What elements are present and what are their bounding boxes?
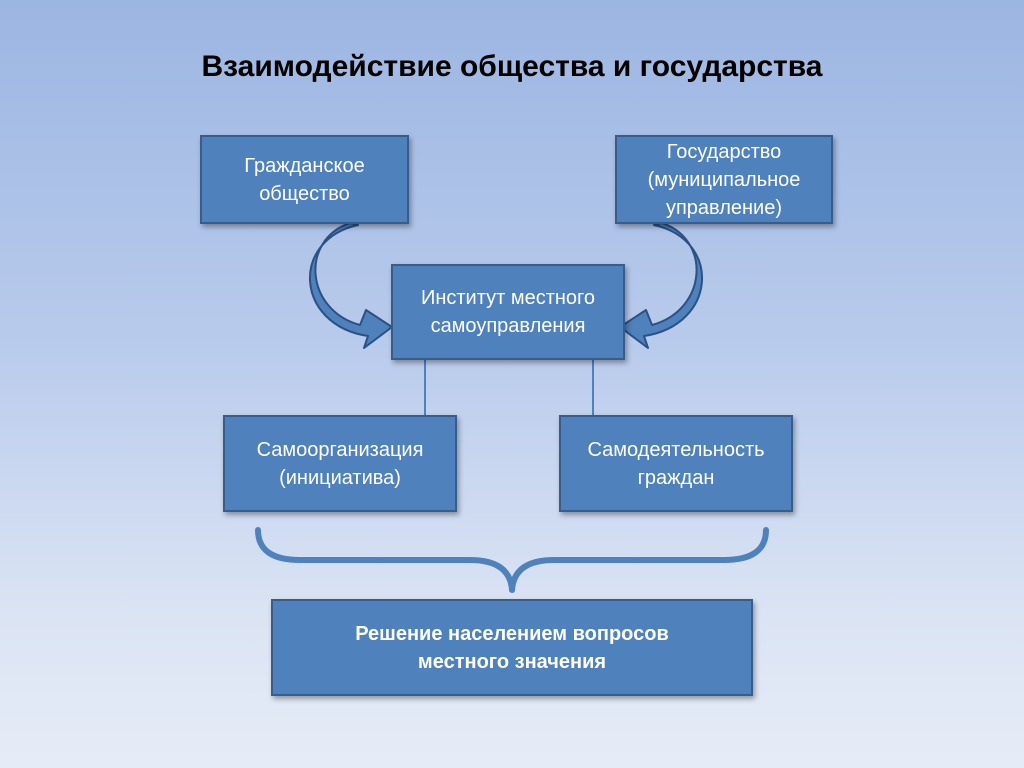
diagram-title: Взаимодействие общества и государства (201, 50, 823, 83)
node-state-line-1: Государство (666, 140, 782, 163)
node-state-line-2: (муниципальное (647, 168, 801, 191)
node-local-self-government-institute: Институт местного самоуправления (391, 264, 625, 360)
node-self-activity-line-2: граждан (637, 466, 715, 489)
curved-arrow-left (309, 222, 393, 349)
node-self-organization-line-2: (инициатива) (279, 466, 401, 489)
node-self-organization: Самоорганизация (инициатива) (223, 415, 457, 512)
node-result-line-2: местного значения (417, 650, 607, 673)
node-self-organization-line-1: Самоорганизация (256, 438, 424, 461)
node-institute-line-1: Институт местного (420, 287, 596, 309)
curved-arrow-right (619, 222, 703, 349)
node-citizen-self-activity: Самодеятельность граждан (559, 415, 793, 512)
node-state-line-3: управление) (665, 196, 783, 219)
curly-brace (255, 527, 769, 593)
node-result: Решение населением вопросов местного зна… (271, 599, 753, 696)
node-result-line-1: Решение населением вопросов (355, 622, 669, 645)
node-state: Государство (муниципальное управление) (615, 135, 833, 224)
node-civil-society-line-2: общество (259, 182, 350, 205)
node-civil-society-line-1: Гражданское (244, 154, 365, 177)
node-civil-society: Гражданское общество (200, 135, 409, 224)
node-self-activity-line-1: Самодеятельность (587, 438, 765, 461)
node-institute-line-2: самоуправления (430, 315, 586, 337)
